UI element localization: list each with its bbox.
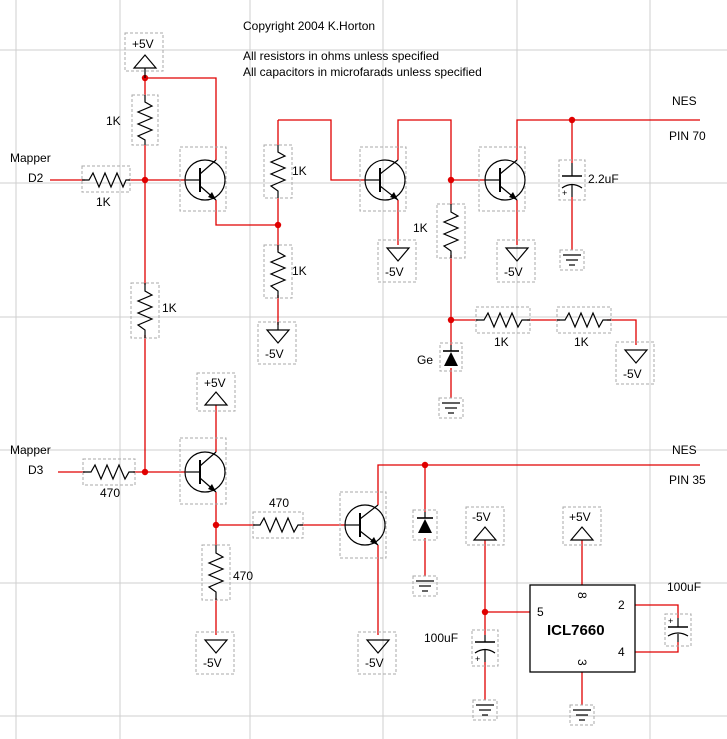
resistor-r-right-vertical (436, 203, 466, 259)
supply-label-m5-f: -5V (365, 656, 384, 670)
capacitor-100uf-right: + (664, 613, 692, 647)
value-diode-ge: Ge (417, 353, 433, 367)
resistor-r470-vertical (201, 544, 231, 601)
value-r-mid-a: 1K (292, 164, 307, 178)
value-cap-22: 2.2uF (588, 172, 619, 186)
ic-pin-5: 5 (537, 605, 544, 619)
supply-label-p5-mid: +5V (204, 376, 226, 390)
supply-label-m5-a: -5V (265, 347, 284, 361)
label-nes-bottom: NES (672, 443, 697, 457)
transistor-q2 (359, 146, 407, 212)
label-nes-top: NES (672, 94, 697, 108)
value-r470-v: 470 (233, 569, 253, 583)
supply-minus5v-a: -5V (257, 321, 297, 365)
svg-text:+: + (562, 188, 567, 198)
diode-pin35 (412, 509, 438, 541)
capacitor-100uf-left: + (471, 629, 499, 667)
transistor-q4 (179, 437, 227, 505)
ic-pin-4: 4 (618, 645, 625, 659)
supply-plus5v-mid: +5V (196, 372, 236, 412)
supply-label-m5-b: -5V (385, 265, 404, 279)
supply-label-m5-neg: -5V (472, 510, 491, 524)
supply-plus5v-ic: +5V (562, 506, 602, 546)
value-r-h1: 1K (494, 335, 509, 349)
resistor-r-mid-top (263, 144, 293, 199)
diode-ge (439, 342, 463, 372)
resistor-r-left-vertical (130, 282, 160, 339)
label-mapper-d2: Mapper (10, 151, 51, 165)
supply-minus5v-c: -5V (496, 239, 536, 283)
notes: Copyright 2004 K.Horton All resistors in… (243, 19, 482, 79)
resistor-r470-horizontal (252, 511, 304, 539)
ic-name: ICL7660 (547, 622, 605, 639)
supply-minus5v-f: -5V (357, 631, 397, 675)
label-pin70: PIN 70 (669, 129, 706, 143)
label-mapper-d3: Mapper (10, 443, 51, 457)
supply-label-m5-c: -5V (504, 265, 523, 279)
label-pin35: PIN 35 (669, 473, 706, 487)
resistor-r-h2 (556, 306, 612, 334)
resistor-r-d2 (81, 165, 131, 193)
value-r-left: 1K (162, 301, 177, 315)
copyright-text: Copyright 2004 K.Horton (243, 19, 375, 33)
supply-label-p5-top: +5V (132, 37, 154, 51)
value-r-mid-b: 1K (292, 264, 307, 278)
junction-dots (141, 74, 576, 616)
ic-icl7660: ICL7660 8 5 2 4 3 (529, 584, 636, 673)
resistor-r-d3 (82, 458, 136, 486)
value-cap-100-a: 100uF (424, 631, 458, 645)
label-d2: D2 (28, 171, 44, 185)
value-r-d3: 470 (100, 486, 120, 500)
supply-minus5v-e: -5V (195, 631, 235, 675)
svg-text:+: + (668, 616, 673, 626)
supply-plus5v-top: +5V (124, 32, 164, 78)
value-r1: 1K (106, 114, 121, 128)
resistor-r1-vertical (131, 94, 159, 146)
ic-pin-8: 8 (575, 592, 589, 599)
transistor-q1 (179, 146, 227, 212)
value-r-right: 1K (413, 221, 428, 235)
ic-pin-3: 3 (575, 659, 589, 666)
ground-symbols (412, 249, 595, 726)
capacitor-2-2uf: + (558, 159, 586, 201)
value-r-h2: 1K (574, 335, 589, 349)
supply-label-m5-e: -5V (203, 656, 222, 670)
supply-minus5v-d: -5V (615, 341, 655, 385)
supply-minus5v-left-ic: -5V (465, 506, 505, 546)
ic-pin-2: 2 (618, 598, 625, 612)
label-d3: D3 (28, 463, 44, 477)
resistor-r-mid-bottom (263, 244, 293, 299)
transistor-q5 (339, 491, 387, 559)
transistor-q3 (478, 146, 526, 212)
value-r-d2: 1K (96, 195, 111, 209)
supply-label-m5-d: -5V (623, 367, 642, 381)
note-resistors: All resistors in ohms unless specified (243, 49, 439, 63)
value-r470-h: 470 (269, 496, 289, 510)
component-values: 1K 1K 1K 1K 1K 1K 1K 1K 470 470 470 2.2u… (96, 114, 701, 645)
supply-label-p5-ic: +5V (569, 510, 591, 524)
port-labels: Mapper D2 Mapper D3 NES PIN 70 NES PIN 3… (10, 94, 706, 487)
note-capacitors: All capacitors in microfarads unless spe… (243, 65, 482, 79)
supply-minus5v-b: -5V (377, 239, 417, 283)
value-cap-100-b: 100uF (667, 580, 701, 594)
svg-text:+: + (475, 654, 480, 664)
resistor-r-h1 (475, 306, 531, 334)
